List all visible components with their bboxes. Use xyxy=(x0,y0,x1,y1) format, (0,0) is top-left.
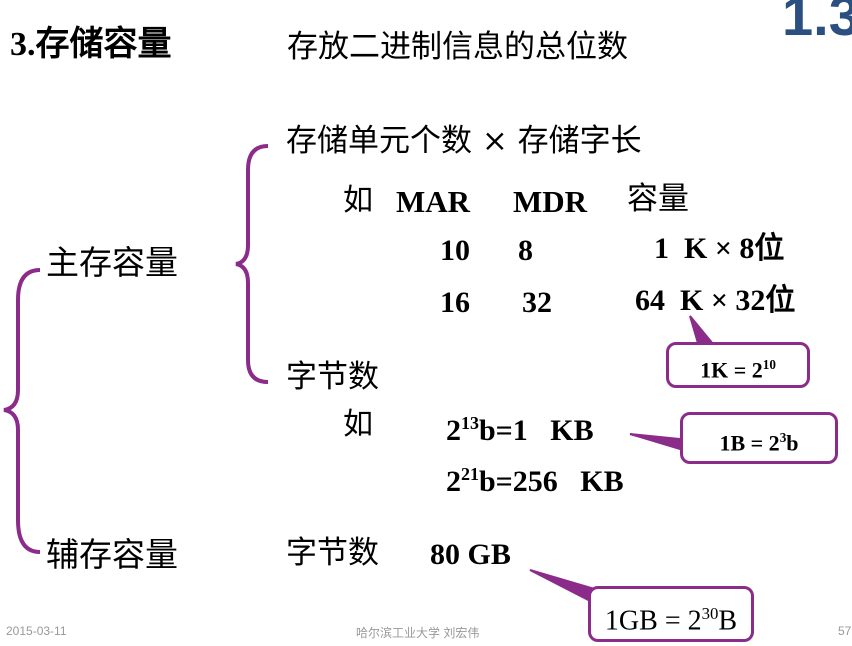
gb-callout: 1GB = 230B xyxy=(588,586,754,642)
example-prefix: 如 xyxy=(343,183,373,218)
definition: 存放二进制信息的总位数 xyxy=(287,29,628,65)
row2-mdr: 32 xyxy=(522,286,552,319)
byte-row-1-rest: b=1 KB xyxy=(479,414,594,447)
header-mar: MAR xyxy=(396,184,471,219)
byte-row-2-exp: 21 xyxy=(461,464,479,484)
b-callout-unit: b xyxy=(786,430,799,456)
byte-row-1-base: 2 xyxy=(446,414,461,447)
main-memory-brace xyxy=(235,144,269,384)
row1-mdr: 8 xyxy=(518,234,533,267)
formula: 存储单元个数 × 存储字长 xyxy=(286,123,642,159)
byte-row-1: 213b=1 KB xyxy=(446,414,594,446)
secondary-bytes-label: 字节数 xyxy=(286,535,379,571)
main-memory-label: 主存容量 xyxy=(46,243,178,282)
b-callout-exp: 3 xyxy=(779,430,787,445)
b-callout-base: 1B = 2 xyxy=(719,430,780,456)
section-title: 3.存储容量 xyxy=(10,26,172,63)
bytes-prefix: 如 xyxy=(343,407,373,442)
row2-capacity: 64 K × 32位 xyxy=(635,284,796,317)
byte-row-2-rest: b=256 KB xyxy=(479,465,624,498)
b-callout: 1B = 23b xyxy=(680,412,838,464)
gb-callout-base: 1GB = 2 xyxy=(604,605,702,637)
row2-mar: 16 xyxy=(440,286,470,319)
footer-author: 哈尔滨工业大学 刘宏伟 xyxy=(356,626,480,640)
row1-mar: 10 xyxy=(440,234,470,267)
header-capacity: 容量 xyxy=(627,181,689,217)
secondary-value: 80 GB xyxy=(430,538,511,571)
bytes-label: 字节数 xyxy=(286,359,379,395)
k-callout-base: 1K = 2 xyxy=(700,357,763,383)
gb-callout-exp: 30 xyxy=(701,604,719,623)
k-callout-exp: 10 xyxy=(762,357,776,372)
gb-callout-unit: B xyxy=(718,605,738,637)
row1-capacity: 1 K × 8位 xyxy=(654,232,785,265)
byte-row-1-exp: 13 xyxy=(461,413,479,433)
header-mdr: MDR xyxy=(513,184,588,219)
k-callout: 1K = 210 xyxy=(666,342,810,388)
footer-date: 2015-03-11 xyxy=(6,624,67,638)
section-badge: 1.3 xyxy=(782,0,852,47)
byte-row-2: 221b=256 KB xyxy=(446,465,624,497)
outer-brace xyxy=(3,268,41,554)
secondary-memory-label: 辅存容量 xyxy=(46,535,178,574)
footer-page: 57 xyxy=(838,624,852,638)
byte-row-2-base: 2 xyxy=(446,465,461,498)
